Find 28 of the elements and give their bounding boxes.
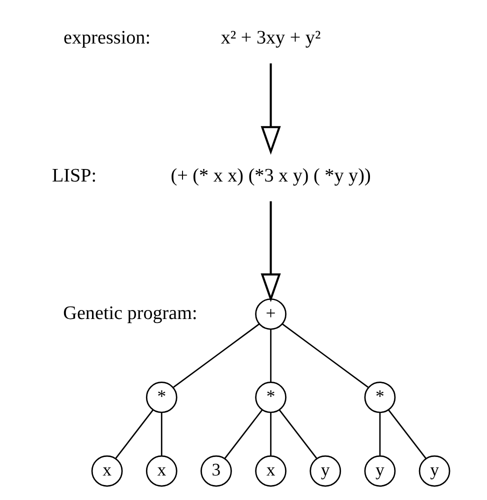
node-circle: x	[255, 455, 286, 487]
node-circle: *	[255, 382, 286, 414]
node-circle: y	[364, 455, 396, 487]
arrow	[260, 201, 281, 302]
connector	[173, 324, 260, 388]
node-circle: x	[91, 455, 123, 487]
label: LISP:	[52, 165, 97, 186]
connector	[282, 324, 368, 388]
node-text: (+ (* x x) (*3 x y) ( *y y))	[170, 165, 371, 186]
connector	[160, 412, 162, 456]
node-text: x² + 3xy + y²	[220, 28, 321, 49]
connector	[270, 329, 272, 382]
node-circle: x	[146, 455, 178, 487]
node-circle: *	[364, 382, 396, 414]
label: Genetic program:	[63, 303, 198, 324]
connector	[388, 409, 426, 459]
connector	[278, 409, 318, 459]
connector	[270, 412, 272, 456]
node-circle: 3	[200, 455, 232, 487]
node-circle: *	[146, 382, 178, 414]
node-circle: +	[255, 298, 286, 330]
label: expression:	[64, 28, 151, 49]
arrow	[260, 63, 281, 155]
connector	[115, 409, 154, 459]
connector	[379, 412, 381, 456]
connector	[224, 409, 263, 459]
node-circle: y	[310, 455, 342, 487]
node-circle: y	[418, 455, 450, 487]
